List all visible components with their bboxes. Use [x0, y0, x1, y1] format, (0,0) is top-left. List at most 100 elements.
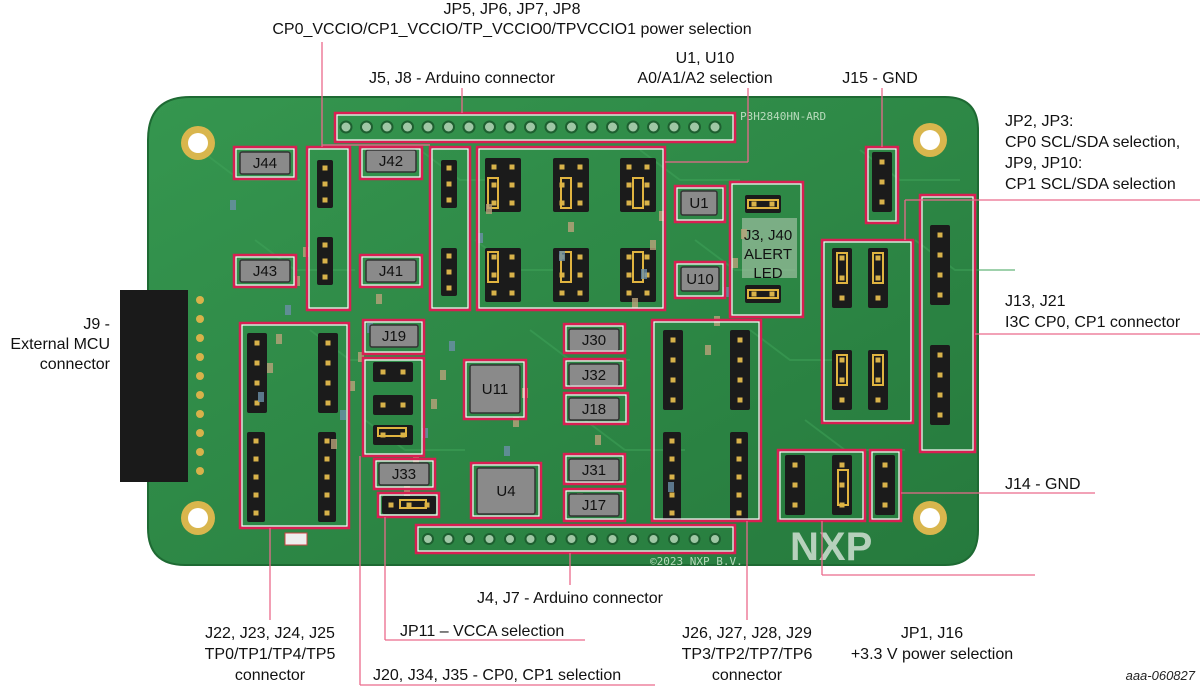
i3c-connector-j21: [930, 345, 950, 425]
smd-component: [477, 233, 483, 243]
header-pin: [324, 474, 330, 480]
arduino-pin: [442, 533, 455, 545]
header-pin: [509, 182, 515, 188]
header-pin: [792, 462, 798, 468]
header-pin: [577, 272, 583, 278]
callout-frame-inner: [364, 321, 423, 353]
jumper-shunt: [487, 177, 499, 209]
smd-component: [559, 251, 565, 261]
callout-frame: [238, 321, 351, 530]
callout-label-j22-25: J22, J23, J24, J25: [205, 625, 335, 642]
callout-label-u1-u10: U1, U10: [676, 50, 735, 67]
chip-label: J17: [582, 497, 606, 514]
header-pin: [875, 357, 881, 363]
header-pin: [769, 201, 775, 207]
callout-frame-inner: [235, 256, 295, 286]
callout-label-j13-21: I3C CP0, CP1 connector: [1005, 314, 1181, 331]
callout-frame: [562, 391, 630, 426]
arduino-pin: [709, 533, 721, 545]
pcb-trace: [914, 239, 1015, 271]
header-pin: [879, 179, 885, 185]
smd-component: [230, 200, 236, 210]
header-pin: [253, 438, 259, 444]
header-pin: [937, 252, 943, 258]
chip-label: J18: [582, 401, 606, 418]
callout-label-jp2-3: CP0 SCL/SDA selection,: [1005, 134, 1180, 151]
alert-led: [742, 218, 797, 278]
arduino-pin: [667, 120, 681, 134]
connector-pin: [196, 296, 204, 304]
mounting-hole: [920, 508, 940, 528]
header-pin: [322, 242, 328, 248]
header-pin: [322, 197, 328, 203]
header-pin: [491, 164, 497, 170]
header-pin: [879, 199, 885, 205]
connector-pin: [196, 353, 204, 361]
callout-label-j22-25: connector: [235, 667, 306, 684]
arduino-pin: [606, 120, 619, 134]
callout-label-jp5-8: CP0_VCCIO/CP1_VCCIO/TP_VCCIO0/TPVCCIO1 p…: [272, 21, 751, 38]
chip-j42: [365, 149, 417, 173]
callout-label-j9: J9 -: [83, 316, 110, 333]
header-pin: [253, 474, 259, 480]
callout-frame-inner: [676, 263, 724, 297]
chip-u1: [680, 190, 718, 216]
callout-frame: [820, 238, 915, 425]
board-model-marking: P3H2840HN-ARD: [740, 110, 826, 123]
jumper-j20: [373, 362, 413, 382]
callout-frame: [650, 318, 763, 523]
callout-label-j26-29: J26, J27, J28, J29: [682, 625, 812, 642]
nxp-logo: NXP: [790, 525, 872, 569]
figure-id: aaa-060827: [1126, 668, 1196, 683]
header-pin: [736, 492, 742, 498]
jumper-shunt: [837, 469, 849, 506]
header-pin: [626, 272, 632, 278]
header-pin: [839, 255, 845, 261]
arduino-pin: [565, 533, 578, 545]
callout-frame: [414, 523, 737, 555]
callout-frame: [868, 448, 903, 523]
smd-component: [486, 204, 492, 214]
header-pin: [324, 492, 330, 498]
callout-frame: [428, 145, 472, 312]
header-pin: [669, 492, 675, 498]
mounting-hole: [920, 130, 940, 150]
chip-u10: [680, 266, 720, 292]
smd-component: [285, 305, 291, 315]
jumper-shunt: [632, 177, 644, 209]
header-pin: [882, 482, 888, 488]
callout-label-j14: J14 - GND: [1005, 476, 1081, 493]
header-pin: [937, 392, 943, 398]
header-pin: [937, 372, 943, 378]
smd-component: [632, 298, 638, 308]
callout-label-jp1-j16: +3.3 V power selection: [851, 646, 1013, 663]
header-pin: [875, 377, 881, 383]
arduino-pin: [503, 120, 517, 134]
jumper-shunt: [872, 252, 884, 284]
connector-pin: [196, 334, 204, 342]
header-pin: [839, 377, 845, 383]
smd-component: [404, 486, 410, 496]
arduino-pin: [401, 120, 414, 134]
callout-frame-inner: [375, 460, 434, 488]
callout-frame-inner: [871, 451, 900, 520]
smd-component: [376, 294, 382, 304]
jumper-shunt: [560, 177, 572, 209]
header-pin: [446, 253, 452, 259]
callout-frame-inner: [465, 361, 525, 418]
smd-component: [358, 352, 364, 362]
pcb-trace: [749, 329, 850, 361]
header-pin: [736, 438, 742, 444]
header-pin: [253, 456, 259, 462]
callout-label-j22-25: TP0/TP1/TP4/TP5: [205, 646, 336, 663]
smd-component: [641, 269, 647, 279]
chip-label: U1: [689, 195, 708, 212]
jumper-j3: [745, 195, 781, 213]
chip-j44: [239, 151, 291, 175]
callout-frame: [358, 145, 424, 181]
header-pin: [737, 357, 743, 363]
callout-frame-inner: [867, 148, 897, 222]
callout-label-j13-21: J13, J21: [1005, 293, 1066, 310]
header-pin: [644, 182, 650, 188]
